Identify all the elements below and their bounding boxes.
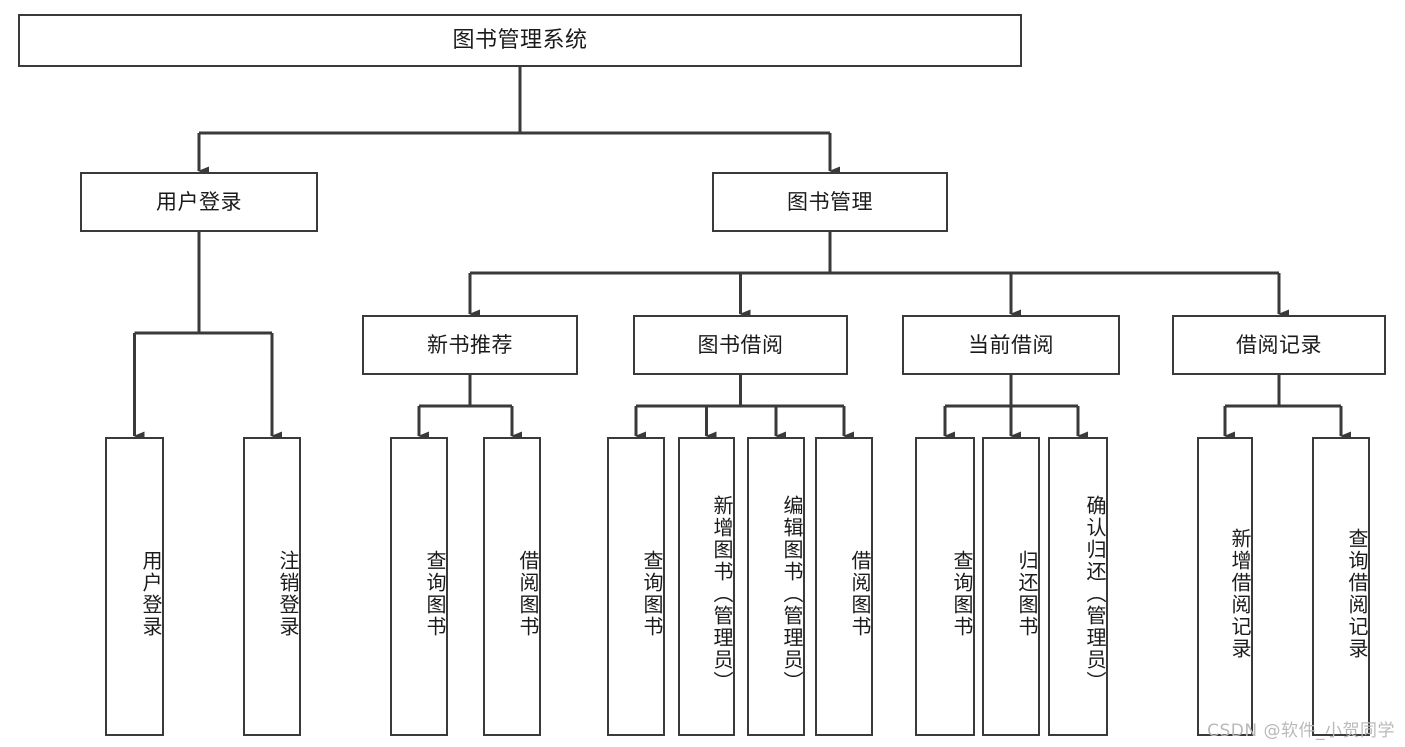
node-l-query1[interactable]: 查询图书 — [390, 437, 448, 736]
node-newbook[interactable]: 新书推荐 — [362, 315, 578, 375]
node-l-userlogin[interactable]: 用户登录 — [105, 437, 164, 736]
node-label: 归还图书 — [1015, 549, 1039, 638]
node-l-queryrec[interactable]: 查询借阅记录 — [1312, 437, 1370, 736]
node-label: 新书推荐 — [427, 332, 513, 357]
watermark-text: CSDN @软件_小贺同学 — [1207, 721, 1395, 741]
node-l-addbook[interactable]: 新增图书（管理员） — [678, 437, 735, 736]
node-l-return[interactable]: 归还图书 — [982, 437, 1040, 736]
node-label: 新增借阅记录 — [1228, 527, 1252, 660]
node-label: 确认归还（管理员） — [1083, 494, 1107, 693]
node-label: 借阅图书 — [848, 549, 872, 638]
node-l-editbook[interactable]: 编辑图书（管理员） — [747, 437, 805, 736]
node-label: 查询图书 — [423, 549, 447, 638]
node-label: 查询借阅记录 — [1345, 527, 1369, 660]
node-record[interactable]: 借阅记录 — [1172, 315, 1386, 375]
node-label: 图书借阅 — [697, 332, 784, 357]
node-label: 查询图书 — [640, 549, 664, 638]
node-l-borrow1[interactable]: 借阅图书 — [483, 437, 541, 736]
node-label: 图书管理系统 — [452, 27, 588, 53]
node-login[interactable]: 用户登录 — [80, 172, 318, 232]
node-label: 新增图书（管理员） — [710, 494, 734, 693]
node-bookmgmt[interactable]: 图书管理 — [712, 172, 948, 232]
node-borrow[interactable]: 图书借阅 — [633, 315, 848, 375]
node-label: 用户登录 — [156, 189, 242, 214]
node-current[interactable]: 当前借阅 — [902, 315, 1120, 375]
node-label: 用户登录 — [139, 549, 163, 638]
node-l-query2[interactable]: 查询图书 — [607, 437, 665, 736]
node-label: 借阅图书 — [516, 549, 540, 638]
node-l-logout[interactable]: 注销登录 — [243, 437, 301, 736]
node-l-addrec[interactable]: 新增借阅记录 — [1197, 437, 1253, 736]
node-label: 当前借阅 — [968, 332, 1054, 357]
node-label: 查询图书 — [950, 549, 974, 638]
node-label: 编辑图书（管理员） — [780, 494, 804, 693]
node-label: 借阅记录 — [1236, 332, 1322, 357]
node-l-query3[interactable]: 查询图书 — [915, 437, 975, 736]
node-label: 注销登录 — [276, 549, 300, 638]
node-l-confirm[interactable]: 确认归还（管理员） — [1048, 437, 1108, 736]
node-root[interactable]: 图书管理系统 — [18, 14, 1022, 67]
node-label: 图书管理 — [787, 189, 873, 214]
node-l-borrow2[interactable]: 借阅图书 — [815, 437, 873, 736]
